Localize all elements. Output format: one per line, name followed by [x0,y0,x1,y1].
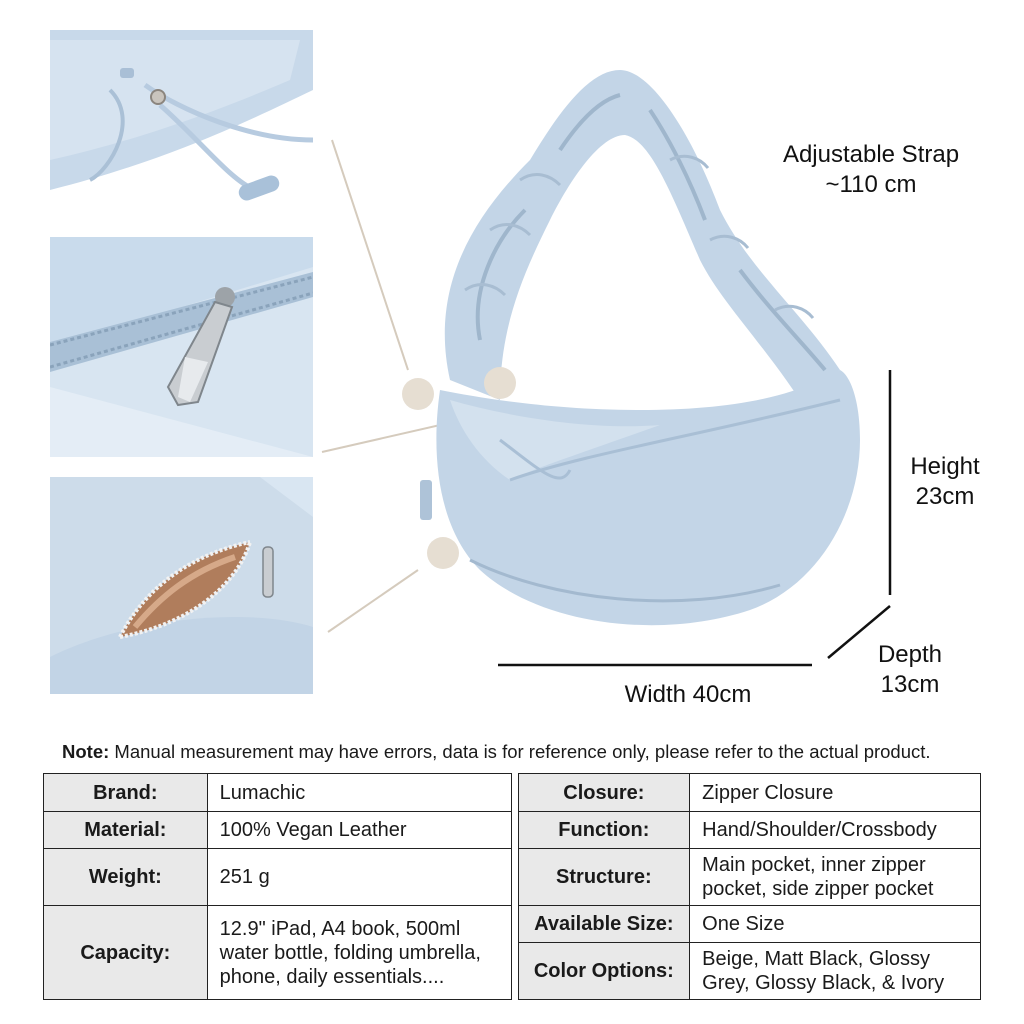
spec-table: Brand: Lumachic Closure: Zipper Closure … [43,773,981,1000]
depth-label-line2: 13cm [880,671,940,698]
table-row: Weight: 251 g Structure: Main pocket, in… [43,848,981,906]
function-label: Function: [517,811,691,849]
material-label: Material: [43,811,208,849]
height-label-line2: 23cm [915,483,975,510]
available-size-label: Available Size: [517,905,691,943]
side-pocket-detail-photo [50,477,313,694]
available-size-value: One Size [689,905,981,943]
brand-value: Lumachic [206,773,512,812]
capacity-value: 12.9" iPad, A4 book, 500ml water bottle,… [206,905,512,1000]
weight-value: 251 g [206,848,512,906]
strap-dimension-label: Adjustable Strap ~110 cm [760,140,982,200]
note-label: Note: [62,741,110,762]
strap-label-line1: Adjustable Strap [782,141,960,168]
note-text: Manual measurement may have errors, data… [109,741,931,762]
closure-value: Zipper Closure [689,773,981,812]
weight-label: Weight: [43,848,208,906]
closure-label: Closure: [517,773,691,812]
table-row: Capacity: 12.9" iPad, A4 book, 500ml wat… [43,905,981,1000]
table-row: Brand: Lumachic Closure: Zipper Closure [43,773,981,812]
material-value: 100% Vegan Leather [206,811,512,849]
drawstring-detail-photo [50,30,313,228]
height-dimension-label: Height 23cm [895,452,995,512]
strap-label-line2: ~110 cm [825,171,917,198]
width-dimension-label: Width 40cm [624,681,752,708]
function-value: Hand/Shoulder/Crossbody [689,811,981,849]
zipper-detail-photo [50,237,313,457]
depth-label-line1: Depth [877,641,943,668]
height-label-line1: Height [910,453,980,480]
color-options-value: Beige, Matt Black, Glossy Grey, Glossy B… [689,942,981,1000]
brand-label: Brand: [43,773,208,812]
measurement-note: Note: Manual measurement may have errors… [62,740,1002,764]
hobo-bag-photo [321,70,892,667]
table-row: Material: 100% Vegan Leather Function: H… [43,811,981,849]
depth-dimension-label: Depth 13cm [860,640,960,700]
structure-label: Structure: [517,848,691,906]
table-row: Color Options: Beige, Matt Black, Glossy… [44,942,981,1000]
color-options-label: Color Options: [517,942,691,1000]
capacity-label: Capacity: [43,905,208,1000]
structure-value: Main pocket, inner zipper pocket, side z… [689,848,981,906]
